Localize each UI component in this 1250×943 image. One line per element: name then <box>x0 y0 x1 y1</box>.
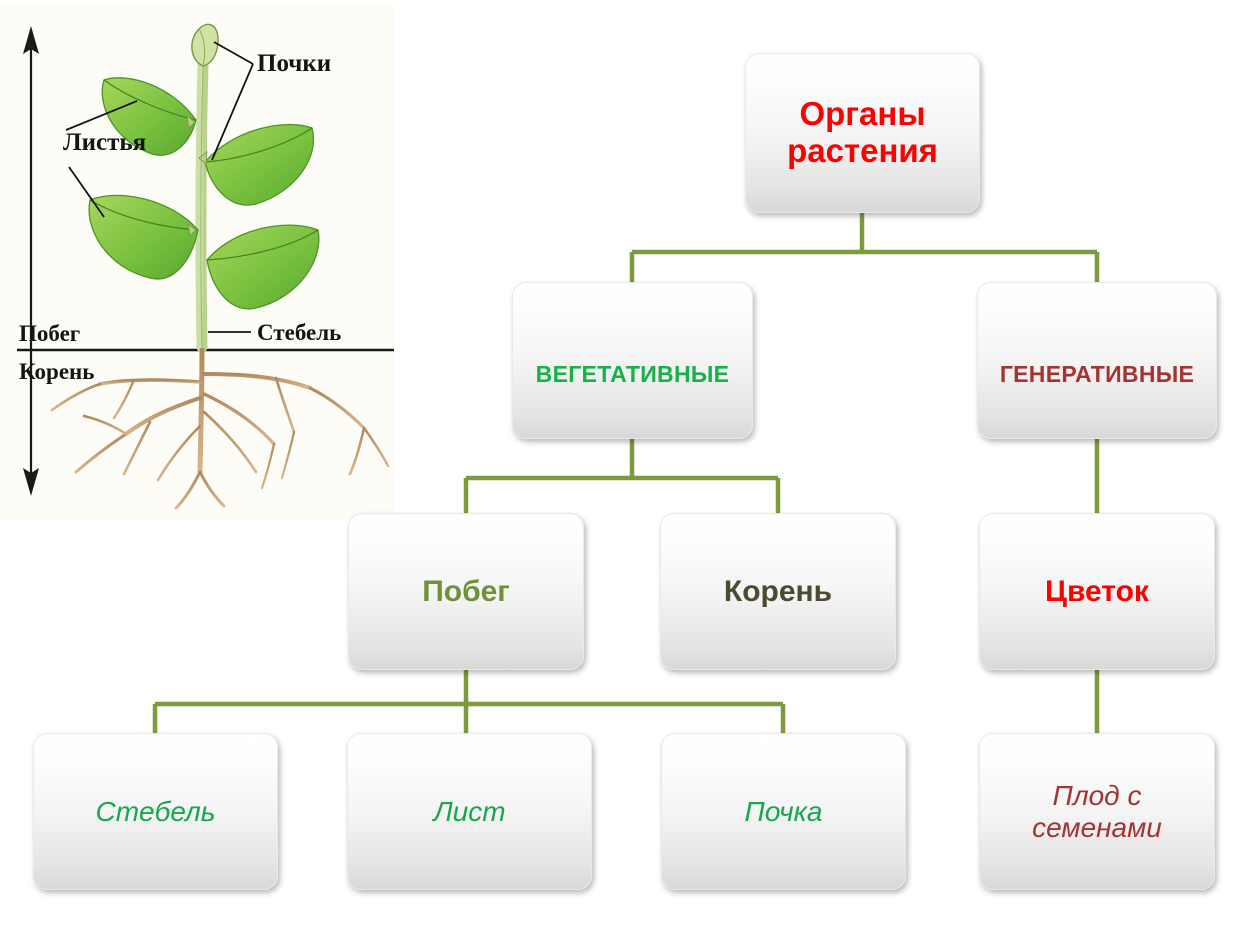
label-root: Корень <box>19 359 94 384</box>
node-generative-label: ГЕНЕРАТИВНЫЕ <box>999 360 1195 387</box>
node-leaf[interactable]: Лист <box>347 733 592 890</box>
node-root-organ-label: Корень <box>723 574 833 608</box>
plant-illustration-svg: Листья Почки Побег Корень Стебель <box>0 2 394 520</box>
node-plant-organs-label: Органы растения <box>787 95 938 169</box>
plant-roots <box>50 347 390 510</box>
callout-lines <box>65 41 254 333</box>
apical-bud <box>191 23 219 67</box>
plant-leaves <box>88 77 320 310</box>
node-fruit-label: Плод с семенами <box>1032 780 1162 843</box>
label-shoot: Побег <box>19 321 80 346</box>
node-generative[interactable]: ГЕНЕРАТИВНЫЕ <box>977 282 1217 439</box>
node-stem[interactable]: Стебель <box>33 733 278 890</box>
node-flower-label: Цветок <box>1045 574 1149 608</box>
node-plant-organs[interactable]: Органы растения <box>745 53 980 213</box>
node-leaf-label: Лист <box>433 795 506 827</box>
label-stem: Стебель <box>257 320 341 345</box>
label-buds: Почки <box>257 50 331 77</box>
node-root-organ[interactable]: Корень <box>660 513 896 670</box>
node-shoot-label: Побег <box>422 574 510 608</box>
axillary-buds <box>186 114 208 237</box>
plant-stem-outline <box>200 63 204 348</box>
node-bud[interactable]: Почка <box>661 733 906 890</box>
node-fruit[interactable]: Плод с семенами <box>979 733 1215 890</box>
node-flower[interactable]: Цветок <box>979 513 1215 670</box>
node-shoot[interactable]: Побег <box>348 513 584 670</box>
label-leaves: Листья <box>63 129 146 156</box>
node-bud-label: Почка <box>744 795 823 827</box>
node-vegetative-label: ВЕГЕТАТИВНЫЕ <box>535 360 730 387</box>
node-vegetative[interactable]: ВЕГЕТАТИВНЫЕ <box>512 282 753 439</box>
node-stem-label: Стебель <box>95 795 216 827</box>
plant-anatomy-illustration: Листья Почки Побег Корень Стебель <box>0 2 394 520</box>
vertical-axis-arrow <box>23 26 39 496</box>
